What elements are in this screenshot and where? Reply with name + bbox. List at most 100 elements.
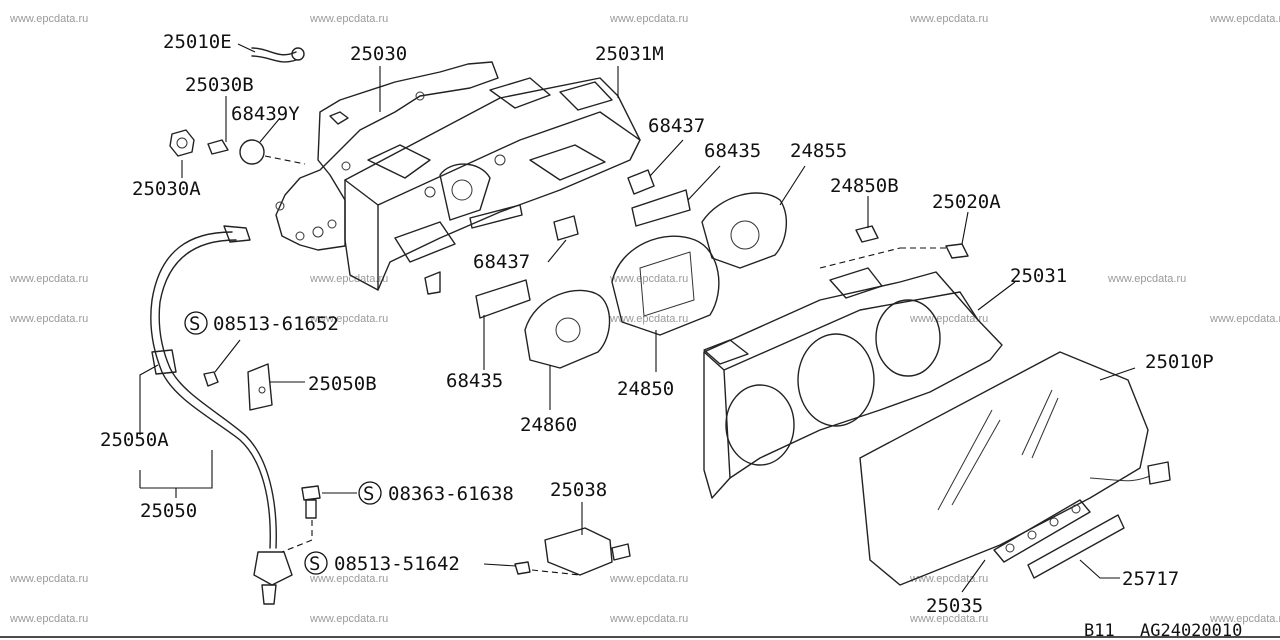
leader xyxy=(483,563,517,567)
label-24860[interactable]: 24860 xyxy=(520,414,577,436)
lens-glare xyxy=(937,409,993,511)
part-drawings xyxy=(150,47,1171,605)
leader xyxy=(139,364,159,435)
watermark: www.epcdata.ru xyxy=(609,273,688,285)
board-hole xyxy=(312,226,324,238)
lens-glare xyxy=(1031,397,1059,459)
label-25030a[interactable]: 25030A xyxy=(132,178,201,200)
resistor-25038 xyxy=(544,527,613,576)
clamp-hole xyxy=(258,386,266,394)
leader xyxy=(977,281,1016,311)
socket-25030a xyxy=(169,129,195,157)
label-25038[interactable]: 25038 xyxy=(550,479,607,501)
label-24850[interactable]: 24850 xyxy=(617,378,674,400)
speedo-face xyxy=(639,251,695,317)
label-24850b[interactable]: 24850B xyxy=(830,175,899,197)
lamp-hole xyxy=(1005,543,1015,553)
part-labels: 25010E 25030 25031M 25030B 68439Y 25030A… xyxy=(100,31,1214,617)
case-window xyxy=(529,144,606,181)
label-25031[interactable]: 25031 xyxy=(1010,265,1067,287)
plate-68437-lower xyxy=(553,215,579,241)
clip-24850b xyxy=(855,225,879,243)
socket-core xyxy=(176,137,188,149)
cable-connector-bottom xyxy=(253,551,293,586)
tacho-dial xyxy=(730,220,760,250)
tachometer-24855 xyxy=(701,192,787,269)
standard-part-symbol xyxy=(304,551,328,575)
hose-25010e xyxy=(251,47,297,56)
label-25717[interactable]: 25717 xyxy=(1122,568,1179,590)
cluster-lens-25010p xyxy=(859,351,1149,586)
leader xyxy=(214,339,241,373)
label-68435-upper[interactable]: 68435 xyxy=(704,140,761,162)
cable-tip xyxy=(261,584,277,605)
watermark: www.epcdata.ru xyxy=(909,573,988,585)
watermark: www.epcdata.ru xyxy=(309,273,388,285)
label-25020a[interactable]: 25020A xyxy=(932,191,1001,213)
case-window xyxy=(559,81,613,111)
label-25010e[interactable]: 25010E xyxy=(163,31,232,53)
screw-68439y xyxy=(329,111,349,125)
leader-lines xyxy=(139,43,1136,593)
hose-25010e-edge xyxy=(251,55,297,63)
label-25010p[interactable]: 25010P xyxy=(1145,351,1214,373)
housing-gauge-left xyxy=(725,384,795,466)
label-08513-61652[interactable]: 08513-61652 xyxy=(213,313,339,335)
standard-part-symbol xyxy=(358,481,382,505)
label-68437-upper[interactable]: 68437 xyxy=(648,115,705,137)
label-68439y[interactable]: 68439Y xyxy=(231,103,300,125)
watermark: www.epcdata.ru xyxy=(909,13,988,25)
watermark: www.epcdata.ru xyxy=(609,573,688,585)
label-24855[interactable]: 24855 xyxy=(790,140,847,162)
label-68435-lower[interactable]: 68435 xyxy=(446,370,503,392)
leader xyxy=(259,117,281,143)
label-25031m[interactable]: 25031M xyxy=(595,43,664,65)
label-25050[interactable]: 25050 xyxy=(140,500,197,522)
label-25030b[interactable]: 25030B xyxy=(185,74,254,96)
footer-model: B11 xyxy=(1084,621,1115,640)
case-gauge-hole xyxy=(439,163,491,221)
watermark: www.epcdata.ru xyxy=(1209,13,1280,25)
lamp-hole xyxy=(1049,517,1059,527)
lens-wire xyxy=(1089,475,1151,482)
label-68437-lower[interactable]: 68437 xyxy=(473,251,530,273)
leader xyxy=(649,139,684,177)
standard-part-symbol-letter: S xyxy=(309,553,320,575)
housing-edge xyxy=(703,351,731,479)
board-hole xyxy=(341,161,351,171)
leader-dashed xyxy=(531,569,581,576)
resistor-tab xyxy=(611,543,631,561)
watermark: www.epcdata.ru xyxy=(9,573,88,585)
standard-part-symbol-letter: S xyxy=(189,313,200,335)
gauge-dial xyxy=(555,317,581,343)
leader-bracket xyxy=(140,450,213,489)
lamp-panel-25035 xyxy=(993,499,1091,563)
case-window xyxy=(489,77,551,109)
lens-glare xyxy=(1021,389,1053,456)
standard-part-symbols: S S S xyxy=(184,311,382,575)
watermark: www.epcdata.ru xyxy=(309,13,388,25)
watermark: www.epcdata.ru xyxy=(909,313,988,325)
watermark: www.epcdata.ru xyxy=(609,13,688,25)
label-08363-61638[interactable]: 08363-61638 xyxy=(388,483,514,505)
leader-dashed xyxy=(819,247,901,269)
leader xyxy=(1079,559,1120,579)
leader-dashed xyxy=(264,155,306,165)
watermark: www.epcdata.ru xyxy=(9,273,88,285)
label-08513-51642[interactable]: 08513-51642 xyxy=(334,553,460,575)
case-window xyxy=(367,144,431,179)
housing-edge xyxy=(723,291,979,371)
lens-glare xyxy=(951,419,1001,506)
board-hole xyxy=(327,219,337,229)
label-25050b[interactable]: 25050B xyxy=(308,373,377,395)
label-25030[interactable]: 25030 xyxy=(350,43,407,65)
label-25050a[interactable]: 25050A xyxy=(100,429,169,451)
watermark-layer: www.epcdata.ru www.epcdata.ru www.epcdat… xyxy=(9,13,1280,625)
label-25035[interactable]: 25035 xyxy=(926,595,983,617)
watermark: www.epcdata.ru xyxy=(9,13,88,25)
leader xyxy=(1099,367,1136,381)
board-hole xyxy=(295,231,305,241)
watermark: www.epcdata.ru xyxy=(9,313,88,325)
watermark: www.epcdata.ru xyxy=(309,613,388,625)
